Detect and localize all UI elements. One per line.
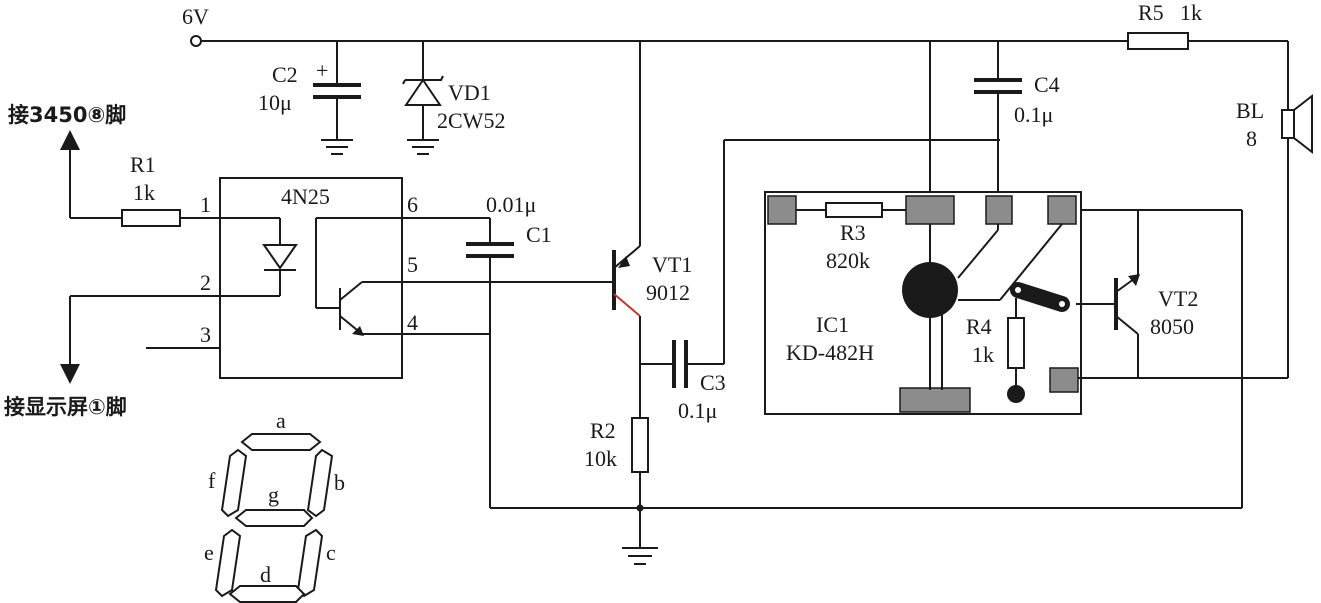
pad [985,195,1013,225]
r4-name: R4 [966,314,992,339]
r3-value: 820k [826,248,870,273]
segment-label-c: c [326,540,336,565]
bl-value: 8 [1246,126,1257,151]
resistor-r5: R5 1k [1127,0,1202,50]
pad [899,387,971,413]
vt1-name: VT1 [652,252,692,277]
segment-g [234,509,314,527]
segment-label-a: a [276,408,286,433]
resistor-r1 [121,209,181,227]
r3-name: R3 [840,220,866,245]
r4-value: 1k [972,342,994,367]
transistor-vt2: VT2 8050 [1076,210,1288,379]
vt1-value: 9012 [646,280,690,305]
led-icon [262,244,298,270]
vt2-value: 8050 [1150,314,1194,339]
pad [1047,195,1077,225]
c2-polarity: + [316,58,328,83]
segment-label-b: b [334,470,345,495]
ic1-module: R3 820k R4 1k IC1 KD-482H [764,191,1082,415]
segment-label-d: d [260,562,271,587]
speaker-bl: BL 8 [1236,93,1313,155]
pin-6: 6 [407,192,418,217]
capacitor-c1: 0.01μ C1 [402,192,552,508]
pad [767,195,797,225]
resistor-r4 [1007,317,1025,369]
r1-value: 1k [133,180,155,205]
pad [905,195,955,225]
capacitor-c4: C4 0.1μ [929,41,1060,196]
vd1-value: 2CW52 [437,108,505,133]
pin-3: 3 [200,322,211,347]
ground-return [490,209,1243,509]
optocoupler-name: 4N25 [281,184,330,209]
speaker-icon [1293,93,1313,155]
c3-name: C3 [700,370,726,395]
optocoupler-4n25: 4N25 1 2 3 4 5 6 [200,177,418,379]
vd1-name: VD1 [448,80,491,105]
segment-d [228,585,306,603]
to-display-label: 接显示屏①脚 [4,395,127,419]
power-label: 6V [182,4,209,29]
r2-name: R2 [590,418,616,443]
chip-blob [902,262,958,318]
capacitor-c3: C3 0.1μ [640,139,1000,423]
pin-2: 2 [200,270,211,295]
power-rail: 6V [182,4,1289,378]
ic1-value: KD-482H [786,340,874,365]
c1-name: C1 [526,222,552,247]
c2-value: 10μ [258,90,292,115]
jumper-link [1010,282,1070,312]
r5-name: R5 [1138,0,1164,25]
r5-value: 1k [1180,0,1202,25]
segment-b [306,448,334,518]
resistor-r2: R2 10k [584,417,658,565]
segment-e [214,528,242,598]
segment-label-f: f [208,468,216,493]
segment-c [296,528,324,598]
left-connections: 接3450⑧脚 R1 1k 接显示屏①脚 [4,103,220,419]
to-3450-label: 接3450⑧脚 [8,103,126,127]
capacitor-c2: + C2 10μ [258,41,361,155]
pin-5: 5 [407,252,418,277]
pin-4: 4 [407,310,418,335]
c3-value: 0.1μ [678,398,717,423]
transistor-vt1: VT1 9012 [402,41,692,418]
r1-name: R1 [130,152,156,177]
pad [1049,367,1079,393]
bl-name: BL [1236,98,1264,123]
pin-1: 1 [200,192,211,217]
resistor-r3 [825,202,883,218]
segment-label-g: g [268,482,279,507]
ic1-name: IC1 [816,312,849,337]
power-terminal [190,35,202,47]
segment-a [240,433,322,451]
segment-f [220,448,248,518]
c1-value: 0.01μ [486,192,536,217]
zener-vd1: VD1 2CW52 [402,41,505,155]
c2-name: C2 [272,62,298,87]
c4-name: C4 [1034,72,1060,97]
c4-value: 0.1μ [1014,102,1053,127]
segment-label-e: e [204,540,214,565]
vt2-name: VT2 [1158,286,1198,311]
seven-segment-legend: a b c d e f g [204,408,345,603]
r2-value: 10k [584,446,617,471]
